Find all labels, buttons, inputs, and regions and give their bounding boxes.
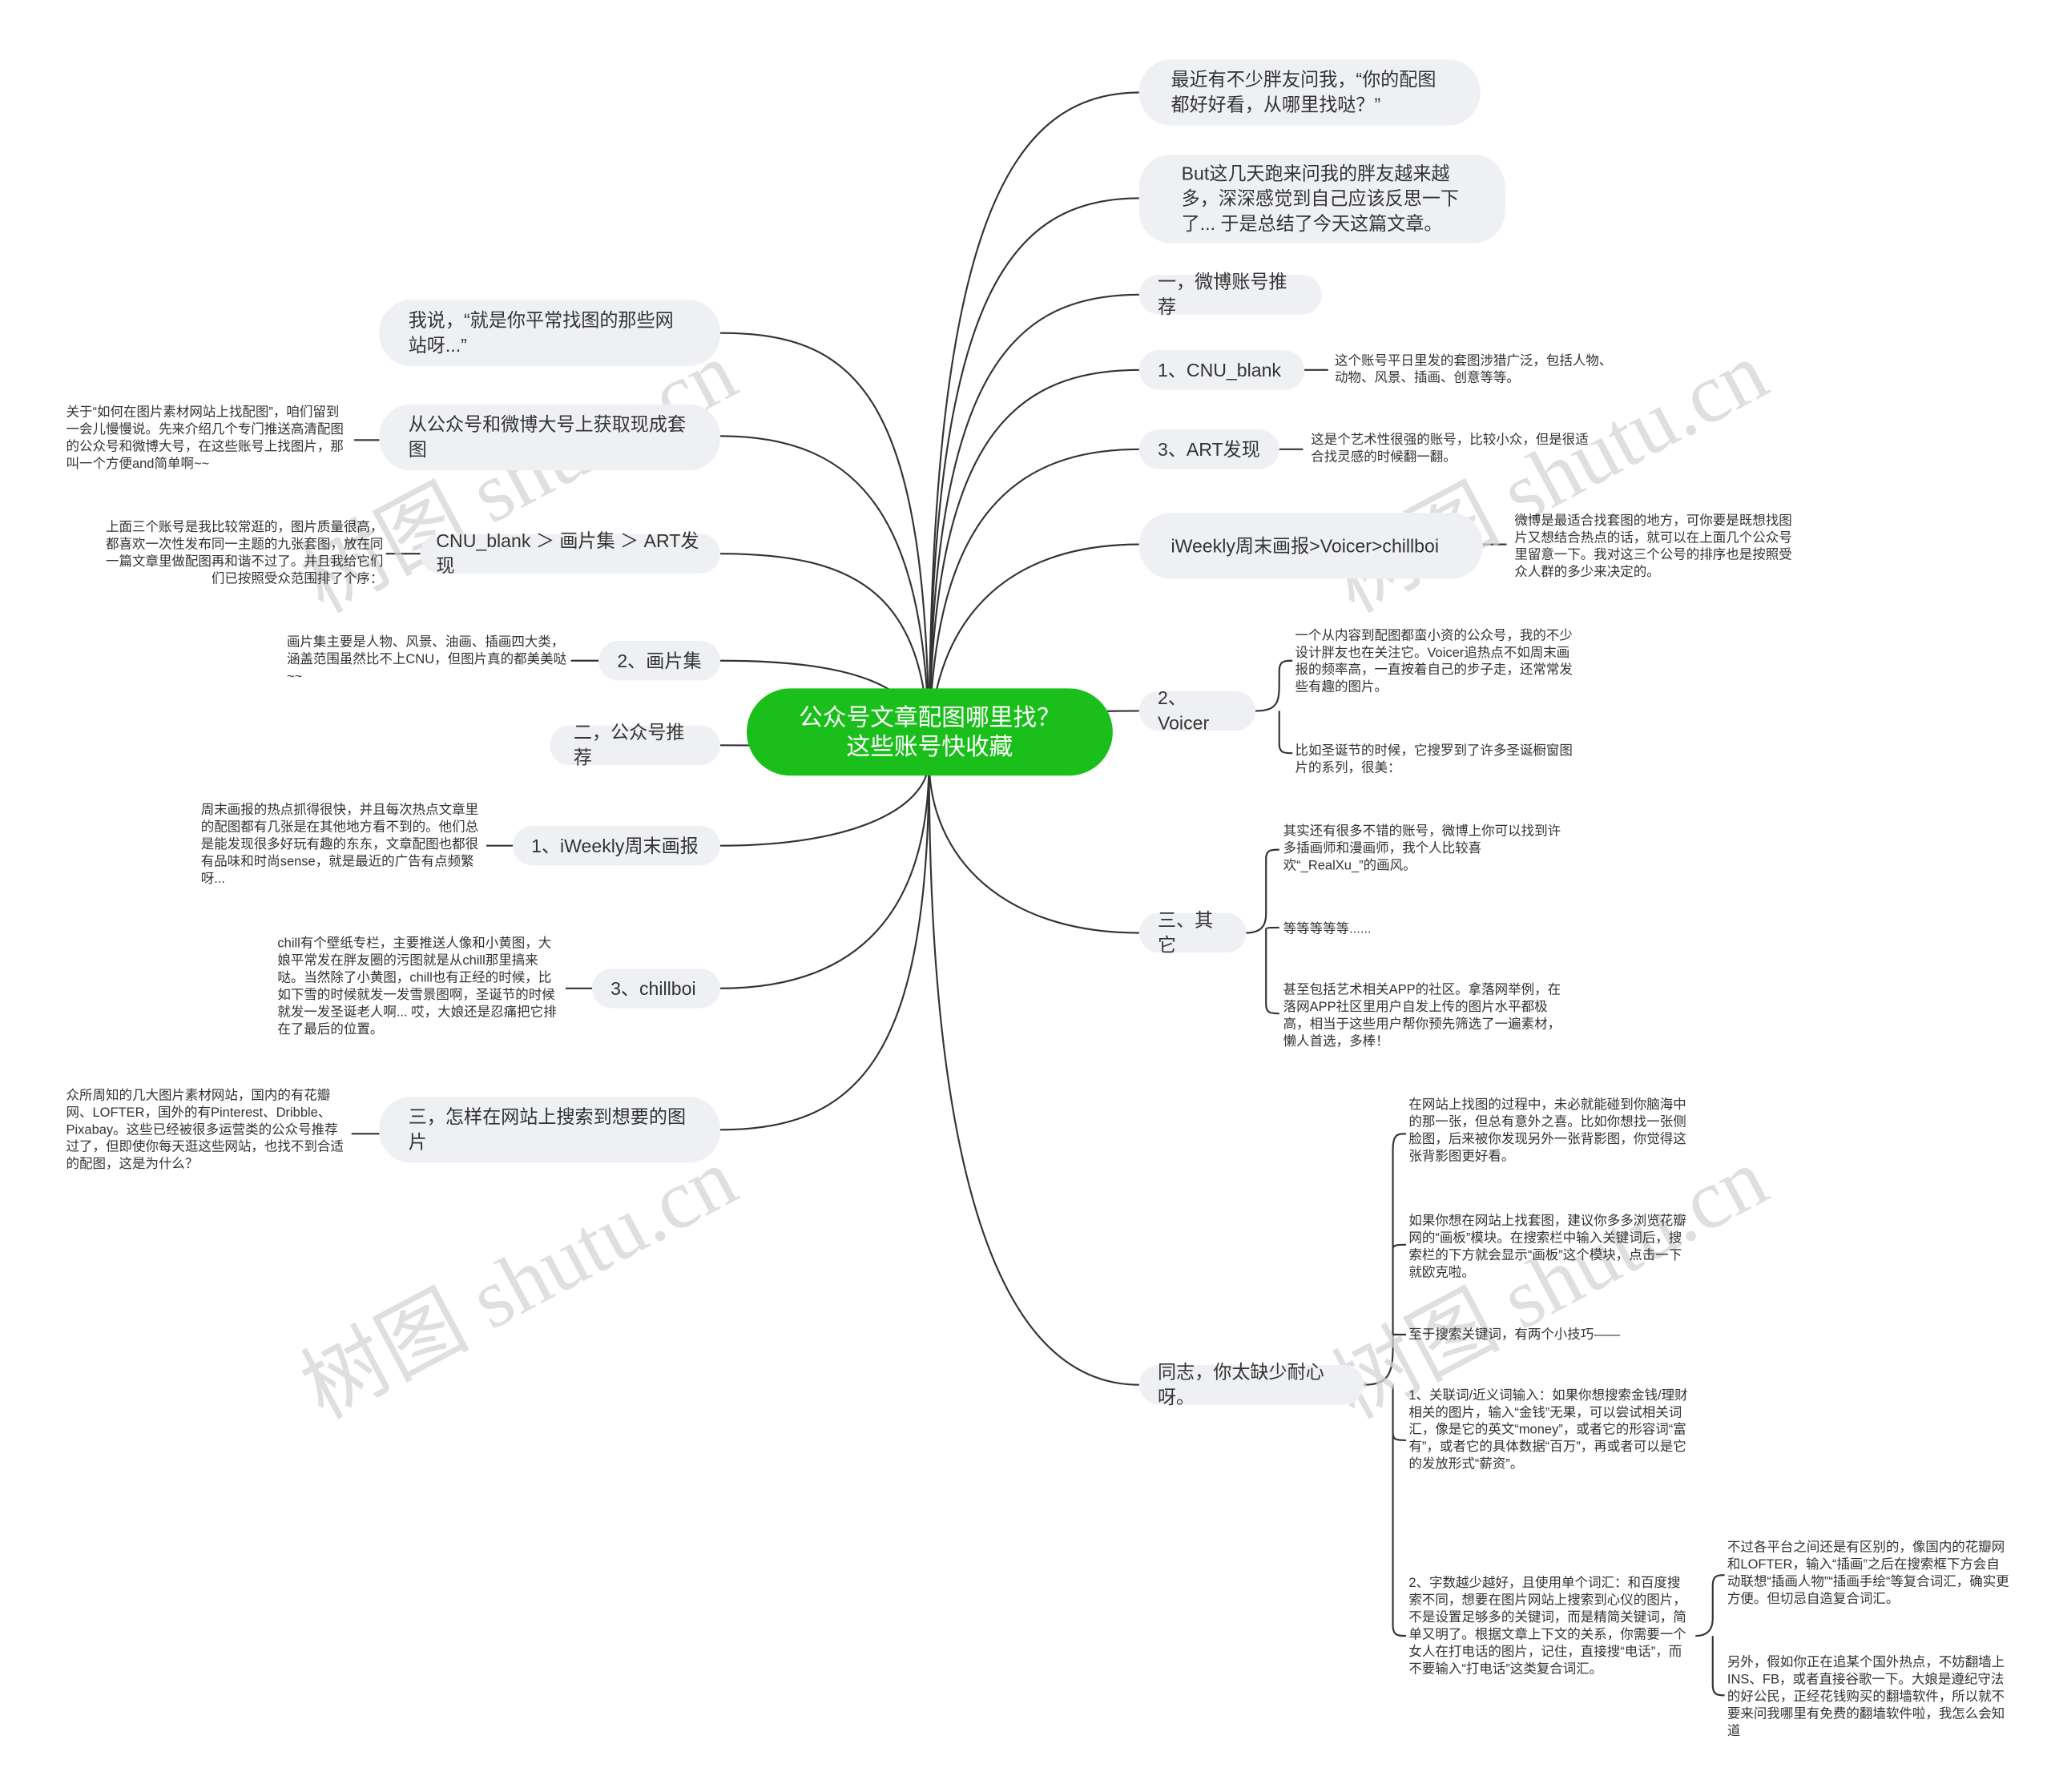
topic-label: iWeekly周末画报>Voicer>chillboi xyxy=(1171,534,1440,556)
center-topic-node[interactable]: 公众号文章配图哪里找？ 这些账号快收藏 xyxy=(746,688,1113,776)
link-r4 xyxy=(928,368,1139,760)
note-r8-c: 甚至包括艺术相关APP的社区。拿落网举例，在落网APP社区里用户自发上传的图片水… xyxy=(1283,983,1561,1049)
topic-label: 3、chillboi xyxy=(610,977,696,999)
link-r3 xyxy=(928,293,1139,760)
note-r9-5: 2、字数越少越好，且使用单个词汇：和百度搜索不同，想要在图片网站上搜索到心仪的图… xyxy=(1408,1576,1686,1677)
topic-label: 2、Voicer xyxy=(1157,687,1210,734)
topic-label: 二，公众号推荐 xyxy=(573,721,685,768)
link-r1 xyxy=(928,91,1139,760)
note-r9-4: 1、关联词/近义词输入：如果你想搜索金钱/理财相关的图片，输入“金钱”无果，可以… xyxy=(1408,1388,1688,1472)
link-r8 xyxy=(928,759,1139,934)
note-r9-sub1: 不过各平台之间还是有区别的，像国内的花瓣网和LOFTER，输入“插画”之后在搜索… xyxy=(1727,1540,2009,1607)
note-r9-3: 至于搜索关键词，有两个小技巧—— xyxy=(1408,1327,1621,1343)
topic-node-l1[interactable]: 我说，“就是你平常找图的那些网站呀...” xyxy=(379,300,720,366)
center-topic-line2: 这些账号快收藏 xyxy=(846,733,1013,760)
topic-label: 3、ART发现 xyxy=(1157,437,1260,460)
topic-node-r5[interactable]: 3、ART发现 xyxy=(1138,429,1279,469)
topic-node-l2[interactable]: 从公众号和微博大号上获取现成套图 xyxy=(379,404,720,471)
note-l8: 众所周知的几大图片素材网站，国内的有花瓣网、LOFTER，国外的有Pintere… xyxy=(66,1089,344,1173)
topic-node-l8[interactable]: 三，怎样在网站上搜索到想要的图片 xyxy=(379,1097,720,1163)
topic-label: 从公众号和微博大号上获取现成套图 xyxy=(408,413,687,461)
note-l6: 周末画报的热点抓得很快，并且每次热点文章里的配图都有几张是在其他地方看不到的。他… xyxy=(200,803,479,887)
topic-node-r4[interactable]: 1、CNU_blank xyxy=(1138,350,1305,390)
bracket-patience xyxy=(1364,1133,1407,1637)
topic-node-l3[interactable]: CNU_blank ＞ 画片集 ＞ ART发现 xyxy=(420,530,720,576)
center-topic-text: 公众号文章配图哪里找？ 这些账号快收藏 xyxy=(799,703,1061,762)
topic-node-r1[interactable]: 最近有不少胖友问我，“你的配图都好好看，从哪里找哒？” xyxy=(1138,59,1481,126)
topic-label: 三，怎样在网站上搜索到想要的图片 xyxy=(408,1105,687,1153)
topic-label: But这几天跑来问我的胖友越来越多，深深感觉到自己应该反思一下了... 于是总结… xyxy=(1181,162,1460,234)
link-l1 xyxy=(719,332,930,760)
bracket-sub xyxy=(1695,1574,1725,1697)
note-l2: 关于“如何在图片素材网站上找配图”，咱们留到一会儿慢慢说。先来介绍几个专门推送高… xyxy=(66,405,344,472)
topic-node-r7[interactable]: 2、Voicer xyxy=(1138,687,1256,733)
note-l3: 上面三个账号是我比较常逛的，图片质量很高，都喜欢一次性发布同一主题的九张套图，放… xyxy=(105,520,384,587)
topic-node-r2[interactable]: But这几天跑来问我的胖友越来越多，深深感觉到自己应该反思一下了... 于是总结… xyxy=(1138,154,1505,244)
topic-label: CNU_blank ＞ 画片集 ＞ ART发现 xyxy=(436,530,699,577)
note-r4: 这个账号平日里发的套图涉猎广泛，包括人物、动物、风景、插画、创意等等。 xyxy=(1334,354,1613,386)
topic-node-r8[interactable]: 三、其它 xyxy=(1138,909,1247,956)
topic-node-l6[interactable]: 1、iWeekly周末画报 xyxy=(513,825,720,866)
note-l4: 画片集主要是人物、风景、油画、插画四大类，涵盖范围虽然比不上CNU，但图片真的都… xyxy=(286,635,567,685)
link-r5 xyxy=(928,448,1139,760)
topic-label: 最近有不少胖友问我，“你的配图都好好看，从哪里找哒？” xyxy=(1171,68,1437,115)
topic-node-l4[interactable]: 2、画片集 xyxy=(598,641,720,681)
bracket-other xyxy=(1246,848,1279,1015)
note-r7-a: 一个从内容到配图都蛮小资的公众号，我的不少设计胖友也在关注它。Voicer追热点… xyxy=(1295,629,1573,695)
topic-label: 一，微博账号推荐 xyxy=(1157,271,1287,317)
note-r5: 这是个艺术性很强的账号，比较小众，但是很适合找灵感的时候翻一翻。 xyxy=(1311,433,1589,465)
link-r9 xyxy=(928,759,1139,1386)
topic-label: 三、其它 xyxy=(1157,908,1214,956)
note-l7: chill有个壁纸专栏，主要推送人像和小黄图，大娘平常发在胖友圈的污图就是从ch… xyxy=(277,936,557,1037)
link-l6 xyxy=(719,759,930,847)
topic-label: 我说，“就是你平常找图的那些网站呀...” xyxy=(408,308,674,356)
note-r9-2: 如果你想在网站上找套图，建议你多多浏览花瓣网的“画板”模块。在搜索栏中输入关键词… xyxy=(1408,1214,1686,1281)
topic-node-r3[interactable]: 一，微博账号推荐 xyxy=(1138,271,1322,317)
note-r6: 微博是最适合找套图的地方，可你要是既想找图片又想结合热点的话，就可以在上面几个公… xyxy=(1514,513,1792,581)
note-r9-1: 在网站上找图的过程中，未必就能碰到你脑海中的那一张，但总有意外之喜。比如你想找一… xyxy=(1408,1097,1686,1165)
topic-label: 1、CNU_blank xyxy=(1157,358,1281,381)
link-l7 xyxy=(719,759,930,989)
topic-label: 2、画片集 xyxy=(617,649,702,671)
note-r7-b: 比如圣诞节的时候，它搜罗到了许多圣诞橱窗图片的系列，很美： xyxy=(1295,743,1573,776)
note-r9-sub2: 另外，假如你正在追某个国外热点，不妨翻墙上INS、FB，或者直接谷歌一下。大娘是… xyxy=(1727,1655,2005,1739)
topic-label: 1、iWeekly周末画报 xyxy=(531,834,699,856)
note-r8-a: 其实还有很多不错的账号，微博上你可以找到许多插画师和漫画师，我个人比较喜欢“_R… xyxy=(1283,824,1561,874)
link-r2 xyxy=(928,197,1139,760)
center-topic-line1: 公众号文章配图哪里找？ xyxy=(799,704,1061,731)
link-l8 xyxy=(719,759,930,1131)
topic-node-r6[interactable]: iWeekly周末画报>Voicer>chillboi xyxy=(1138,513,1483,579)
topic-label: 同志，你太缺少耐心呀。 xyxy=(1157,1360,1324,1407)
topic-node-l5[interactable]: 二，公众号推荐 xyxy=(550,722,720,767)
topic-node-l7[interactable]: 3、chillboi xyxy=(591,968,720,1009)
note-r8-b: 等等等等等...... xyxy=(1283,922,1372,937)
link-l2 xyxy=(719,435,930,760)
topic-node-r9[interactable]: 同志，你太缺少耐心呀。 xyxy=(1138,1361,1364,1407)
bracket-voicer xyxy=(1255,659,1293,755)
